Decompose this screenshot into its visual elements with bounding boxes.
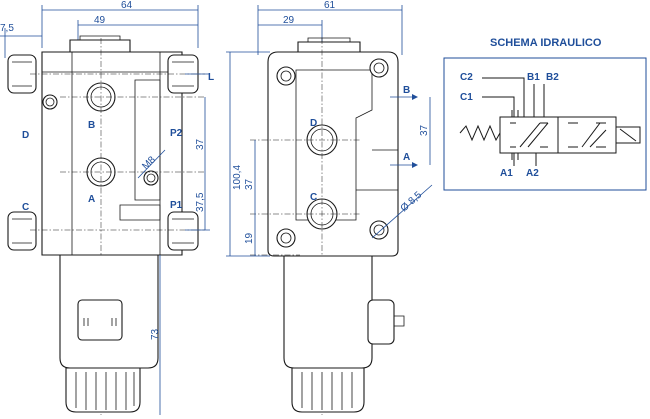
mount-hole-left [42,94,58,110]
rear-port-C: C [310,192,317,203]
rear-hole-top-right [369,58,389,78]
dim-hole-8-5: Ø 8,5 [399,189,425,214]
valve-position-2 [557,116,617,154]
rear-port-D: D [310,118,317,129]
rear-port-B: B [403,85,410,96]
dim-rear-29: 29 [283,15,295,26]
schema-title: SCHEMA IDRAULICO [490,37,602,49]
schema-label-A1: A1 [500,168,513,179]
schema-label-B1: B1 [527,72,540,83]
rear-hole-top-left [276,66,296,86]
front-valve-body [41,51,183,256]
hydraulic-schema: SCHEMA IDRAULICO C2 B1 B2 C1 A1 A2 [443,37,647,191]
valve-position-1 [499,116,559,154]
front-port-D: D [22,130,29,141]
front-connector [77,299,123,341]
cap-lower-right [167,211,199,251]
front-knurled-nut [65,367,141,413]
rear-hole-bottom-left [276,228,296,248]
schema-label-C1: C1 [460,92,473,103]
front-port-B: B [88,120,95,131]
rear-valve-body [267,51,399,257]
schema-label-A2: A2 [526,168,539,179]
front-port-P2: P2 [170,128,183,139]
rear-hole-bottom-right [369,220,389,240]
schema-frame [443,57,647,191]
dim-rear-width: 61 [324,0,336,11]
schema-label-B2: B2 [546,72,559,83]
schema-label-C2: C2 [460,72,473,83]
dim-coil-73: 73 [150,328,161,340]
cap-lower-left [7,211,37,251]
rear-port-A: A [403,152,410,163]
dim-offset-7-5: 7,5 [0,23,14,34]
dim-pitch-37-rear: 37 [244,178,255,190]
rear-coil [283,255,373,369]
dim-height-100-4: 100,4 [232,165,243,190]
front-port-C: C [22,202,29,213]
mount-hole-m8 [143,170,159,186]
rear-connector [367,299,395,345]
dim-pitch-37-ab: 37 [419,124,430,136]
front-view: 64 49 7,5 [0,0,214,415]
dim-pitch-37-5: 37,5 [195,192,206,212]
front-port-A: A [88,194,95,205]
front-port-P1: P1 [170,200,183,211]
rear-knurled-nut [291,367,365,413]
dim-total-width: 64 [121,0,133,11]
dim-pitch-37-left: 37 [195,138,206,150]
front-port-L: L [208,72,214,83]
solenoid-symbol [616,126,641,144]
rear-view: 61 29 100,4 37 19 [226,0,433,415]
spring-symbol [459,124,501,142]
dim-base-19: 19 [244,232,255,244]
dim-width-49: 49 [94,15,106,26]
